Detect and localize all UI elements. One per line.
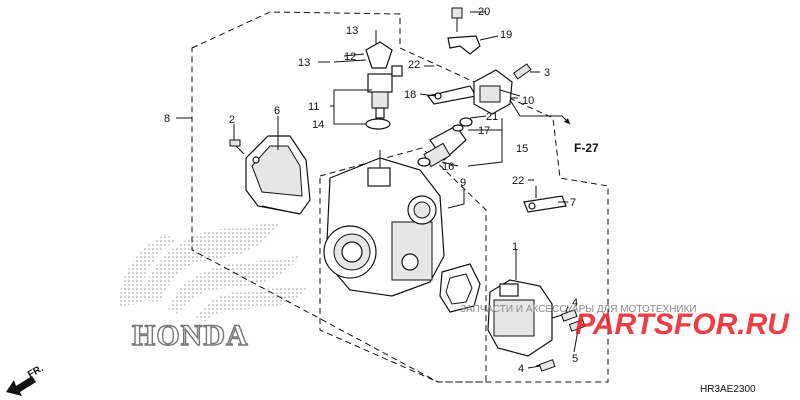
callout-labels: 1 2 3 4 4 5 6 7 8 9 10 11 12 13 13 14 15… [164,6,578,375]
watermark-site: PARTSFOR.RU [575,308,790,341]
assembly-outline-9 [319,147,487,383]
callout-13a: 13 [346,25,358,37]
callout-5: 5 [572,353,578,365]
callout-9: 9 [460,177,466,189]
gasket [439,263,481,313]
leader-lines [176,11,579,369]
callout-22b: 22 [512,175,524,187]
honda-logo-text: HONDA [132,319,249,352]
callout-6: 6 [274,105,280,117]
honda-wing-logo [119,222,310,322]
callout-22a: 22 [408,59,420,71]
callout-1: 1 [512,241,518,253]
callout-3: 3 [544,67,550,79]
watermark-caption: ЗАПЧАСТИ И АКСЕССУАРЫ ДЛЯ МОТОТЕХНИКИ [460,304,697,315]
reference-label-f27: F-27 [574,141,599,155]
part-11-injector [365,65,403,130]
part-18-bracket [426,85,477,105]
part-10-sensor [473,63,532,115]
assembly-outline-8 [191,11,609,383]
callout-19: 19 [500,29,512,41]
callout-10: 10 [522,95,534,107]
callout-4b: 4 [518,363,524,375]
part-19-clamp [447,7,481,55]
callout-11: 11 [308,101,319,113]
screws-4-5 [535,309,586,372]
part-12-clip [333,30,393,69]
part-15-injector [417,117,473,168]
callout-13b: 13 [298,57,310,69]
callout-12: 12 [344,51,356,63]
callout-7: 7 [570,197,576,209]
callout-15: 15 [516,143,528,155]
callout-2: 2 [229,114,235,126]
callout-20: 20 [478,6,490,18]
callout-21: 21 [486,111,498,123]
front-direction-arrow [6,376,36,396]
diagram-code: HR3AE2300 [700,384,756,395]
front-direction-label: FR. [26,363,46,381]
part-2-bolt [229,124,245,155]
callout-16: 16 [442,161,454,173]
callout-8: 8 [164,113,170,125]
callout-18: 18 [404,89,416,101]
part-7-bracket [523,186,567,213]
callout-17: 17 [478,125,490,137]
throttle-body [323,150,445,297]
callout-14: 14 [312,119,324,131]
part-6-cover [245,135,311,215]
callout-4a: 4 [572,297,578,309]
part-1-sensor [487,255,553,357]
